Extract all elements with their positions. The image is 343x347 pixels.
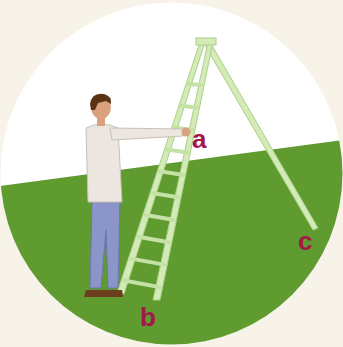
part-label: a bbox=[192, 126, 206, 152]
ladder-rung bbox=[124, 280, 160, 287]
ladder-rung bbox=[146, 215, 174, 220]
part-label: b bbox=[140, 304, 156, 330]
ladder-rung bbox=[153, 193, 178, 197]
ladder-rung bbox=[181, 106, 196, 108]
ladder-rung bbox=[160, 171, 183, 175]
part-label: c bbox=[298, 228, 312, 254]
ladder-rung bbox=[188, 84, 201, 85]
ladder-rung bbox=[138, 237, 169, 242]
man-figure bbox=[84, 94, 191, 297]
ladder-rung bbox=[131, 259, 164, 265]
ladder-rung bbox=[167, 149, 187, 152]
